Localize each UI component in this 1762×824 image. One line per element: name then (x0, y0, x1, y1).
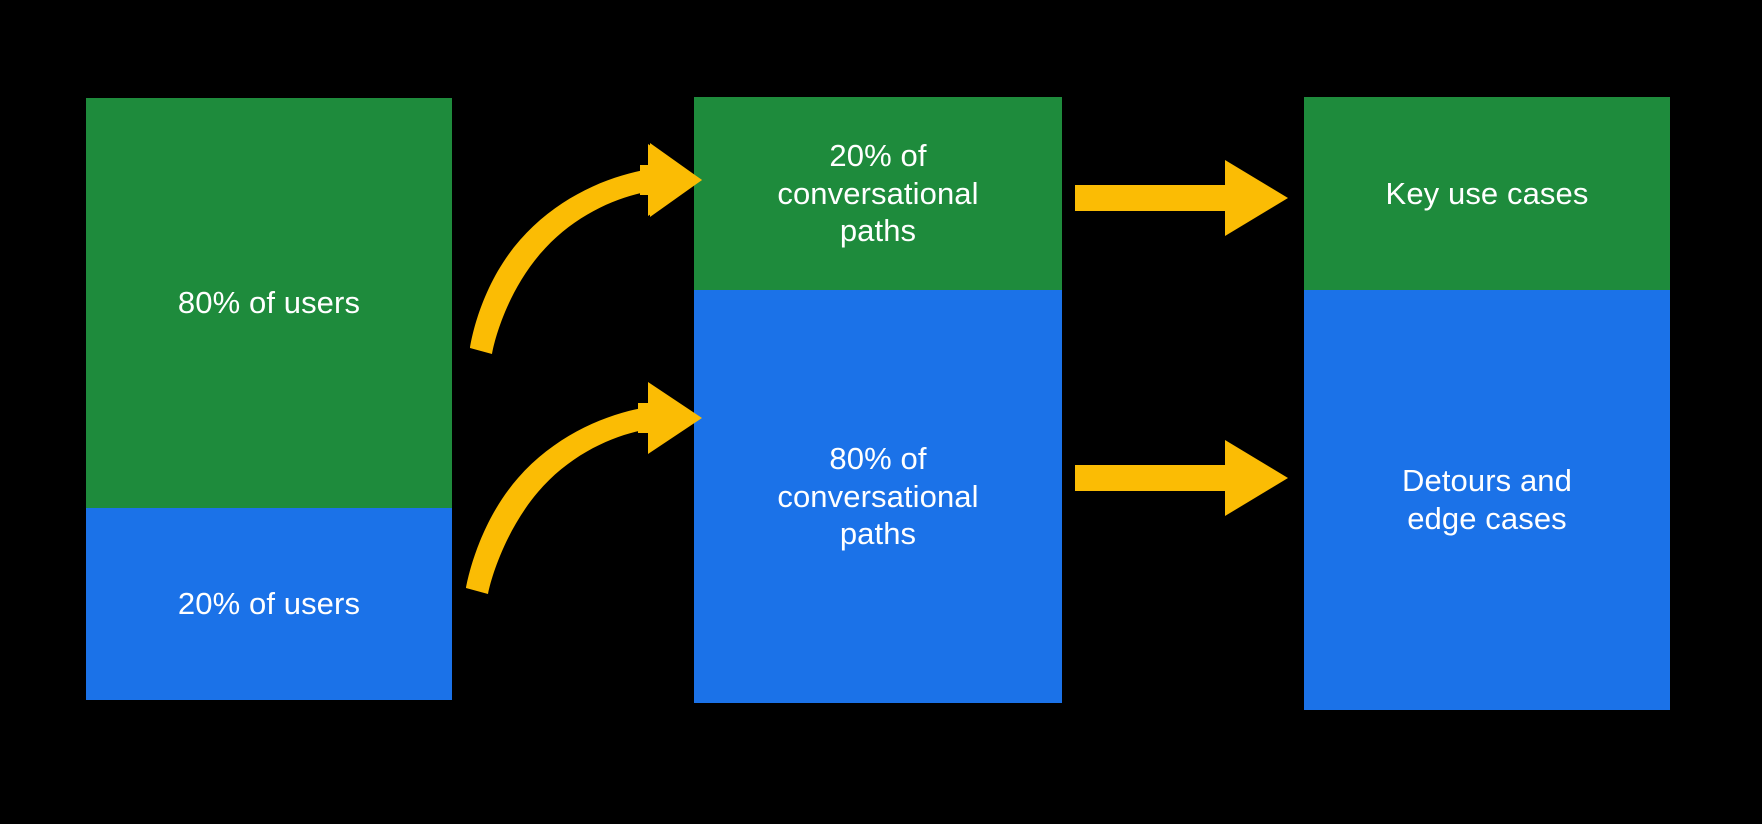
column-outcomes: Key use cases Detours and edge cases (1304, 97, 1670, 710)
column-users: 80% of users 20% of users (86, 98, 452, 700)
straight-arrow-right-bottom-icon (1075, 440, 1288, 516)
column-conversational-paths: 20% of conversational paths 80% of conve… (694, 97, 1062, 703)
segment-paths-majority: 80% of conversational paths (694, 290, 1062, 703)
segment-users-minority: 20% of users (86, 508, 452, 700)
curved-arrow-down-icon (466, 382, 702, 594)
segment-label: 20% of users (177, 586, 361, 622)
segment-label: Detours and edge cases (1402, 463, 1572, 536)
segment-key-use-cases: Key use cases (1304, 97, 1670, 290)
segment-paths-minority: 20% of conversational paths (694, 97, 1062, 290)
segment-label: Key use cases (1385, 175, 1589, 211)
curved-arrow-up-icon (470, 143, 702, 354)
segment-label: 80% of conversational paths (777, 440, 979, 552)
segment-users-majority: 80% of users (86, 98, 452, 508)
segment-label: 80% of users (177, 285, 361, 321)
segment-label: 20% of conversational paths (777, 137, 979, 249)
straight-arrow-right-top-icon (1075, 160, 1288, 236)
segment-detours-edge-cases: Detours and edge cases (1304, 290, 1670, 710)
